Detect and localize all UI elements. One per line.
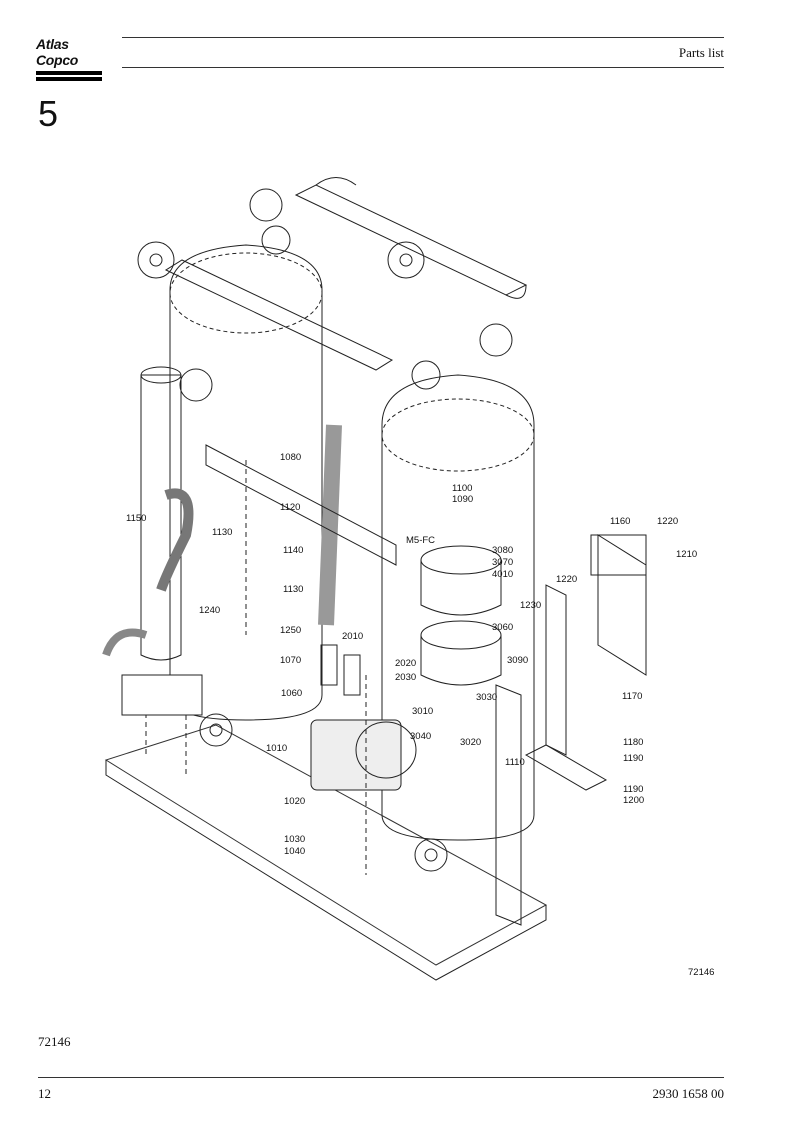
logo-bar	[36, 71, 102, 75]
callouts: 1080 1120 1150 1130 1140 1130 1240 1250 …	[126, 452, 714, 978]
callout: 1030	[284, 834, 305, 845]
callout: 1200	[623, 795, 644, 806]
callout: 1130	[283, 584, 303, 595]
callout: 1220	[657, 516, 678, 527]
drawing-ref: 72146	[688, 967, 714, 978]
callout: 1240	[199, 605, 220, 616]
callout: 1020	[284, 796, 305, 807]
header-rule-top	[122, 37, 724, 38]
callout: 1160	[610, 516, 630, 527]
callout: 2020	[395, 658, 416, 669]
callout: 1220	[556, 574, 577, 585]
callout: 1170	[622, 691, 642, 702]
callout: 1100	[452, 483, 472, 494]
document-number: 2930 1658 00	[652, 1086, 725, 1101]
callout: 1130	[212, 527, 232, 538]
atlas-copco-logo: Atlas Copco	[36, 36, 102, 81]
callout: 1120	[280, 502, 300, 513]
callout: 3030	[476, 692, 497, 703]
callout: 3010	[412, 706, 433, 717]
callout: 1210	[676, 549, 697, 560]
callout: 1080	[280, 452, 301, 463]
header-rule-bottom	[122, 67, 724, 68]
footer-rule	[38, 1077, 724, 1078]
callout: 1250	[280, 625, 301, 636]
callout: 1070	[280, 655, 301, 666]
callout: 1090	[452, 494, 473, 505]
callout: 3070	[492, 557, 513, 568]
callout: 4010	[492, 569, 513, 580]
figure-code: 72146	[38, 1034, 71, 1049]
callout: 1190	[623, 753, 643, 764]
callout: 1110	[505, 757, 525, 768]
brand-text: Atlas Copco	[36, 36, 79, 68]
section-number: 5	[38, 93, 59, 134]
callout: 3090	[507, 655, 528, 666]
callout: 1230	[520, 600, 541, 611]
callout: 2010	[342, 631, 363, 642]
callout: 1010	[266, 743, 287, 754]
callout: 1140	[283, 545, 303, 556]
header-title: Parts list	[678, 45, 724, 60]
callout: 1180	[623, 737, 643, 748]
callout: 1150	[126, 513, 146, 524]
callout: 3040	[410, 731, 431, 742]
logo-bar	[36, 77, 102, 81]
exploded-parts-drawing: 1080 1120 1150 1130 1140 1130 1240 1250 …	[102, 177, 714, 981]
connector-label: M5-FC	[406, 535, 435, 546]
callout: 1060	[281, 688, 302, 699]
callout: 3080	[492, 545, 513, 556]
callout: 1190	[623, 784, 643, 795]
callout: 2030	[395, 672, 416, 683]
page-number: 12	[38, 1086, 51, 1101]
callout: 3020	[460, 737, 481, 748]
callout: 1040	[284, 846, 305, 857]
callout: 3060	[492, 622, 513, 633]
